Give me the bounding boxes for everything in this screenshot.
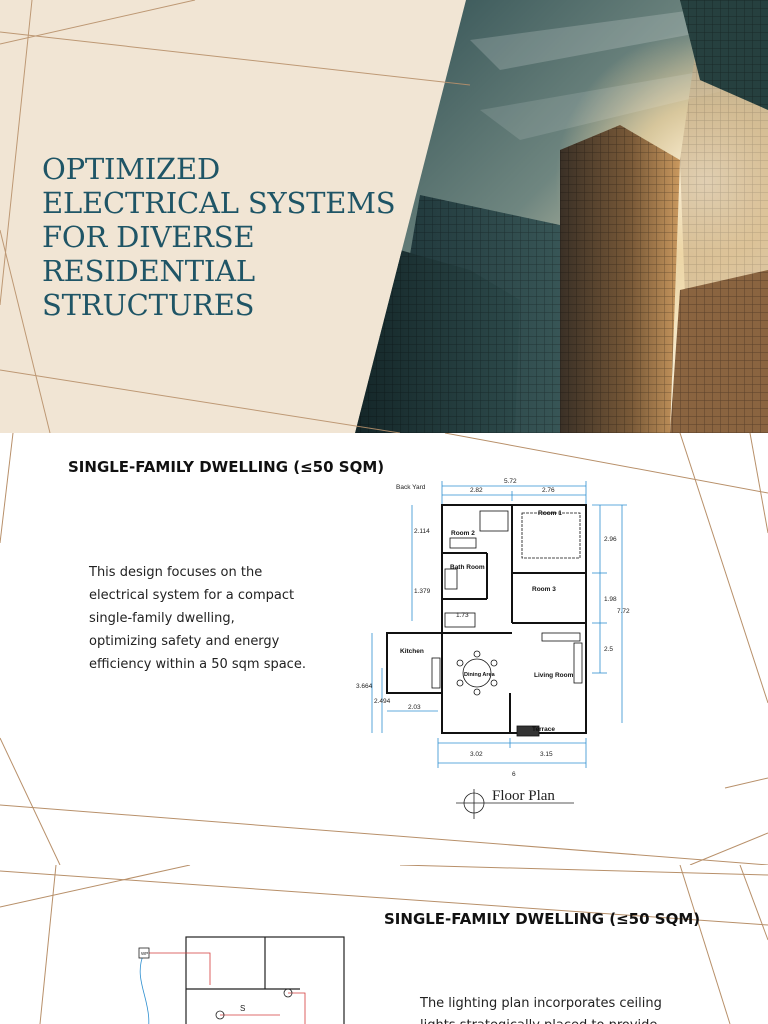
dim-label: 2.114	[414, 528, 430, 535]
body-line: lights strategically placed to provide	[420, 1015, 657, 1024]
dim-label: 6	[512, 771, 516, 778]
dim-label: 2.5	[604, 646, 613, 653]
dim-label: 1.379	[414, 588, 431, 595]
lighting-plan-slide: WP S S S SINGLE-FAMILY DWELLING (≤50 SQM…	[0, 865, 768, 1024]
slide-body-text: The lighting plan incorporates ceiling l…	[420, 993, 662, 1024]
dim-label: 5.72	[504, 478, 517, 485]
dim-label: 2.03	[408, 704, 421, 711]
label-room-1: Room 1	[538, 510, 562, 517]
label-bath-room: Bath Room	[450, 564, 485, 571]
body-line: optimizing safety and energy	[89, 634, 280, 649]
dim-label: 2.494	[374, 698, 391, 705]
body-line: The lighting plan incorporates ceiling	[420, 996, 662, 1011]
dim-label: 3.15	[540, 751, 553, 758]
dim-label: 2.96	[604, 536, 617, 543]
floor-plan-slide: SINGLE-FAMILY DWELLING (≤50 SQM) This de…	[0, 433, 768, 865]
dim-label: 7.72	[617, 608, 630, 615]
label-room-2: Room 2	[451, 530, 475, 537]
switch-label: S	[240, 1004, 245, 1013]
skyscraper-photo	[0, 0, 768, 433]
floor-plan-drawing: Back Yard 5.72 2.82 2.76 3.02 3.15 6 2.9…	[356, 478, 630, 819]
slide-body-text: This design focuses on the electrical sy…	[89, 561, 319, 676]
body-line: single-family dwelling,	[89, 611, 235, 626]
dim-label: 3.664	[356, 683, 373, 690]
title-slide: Optimized Electrical Systems for Diverse…	[0, 0, 768, 433]
slide-heading: SINGLE-FAMILY DWELLING (≤50 SQM)	[384, 910, 701, 928]
floor-plan-caption: Floor Plan	[492, 788, 555, 804]
dim-label: 2.76	[542, 487, 555, 494]
label-living-room: Living Room	[534, 672, 574, 679]
label-room-3: Room 3	[532, 586, 556, 593]
meter-label: WP	[141, 951, 148, 956]
label-back-yard: Back Yard	[396, 484, 426, 491]
dim-label: 3.02	[470, 751, 483, 758]
presentation-title: Optimized Electrical Systems for Diverse…	[42, 152, 396, 322]
slide-heading: SINGLE-FAMILY DWELLING (≤50 SQM)	[68, 458, 385, 476]
label-terrace: Terrace	[532, 726, 555, 733]
dim-label: 2.82	[470, 487, 483, 494]
body-line: electrical system for a compact	[89, 588, 295, 603]
lighting-plan-drawing: WP S S S	[138, 936, 345, 1024]
label-kitchen: Kitchen	[400, 648, 424, 655]
body-line: efficiency within a 50 sqm space.	[89, 657, 306, 672]
body-line: This design focuses on the	[89, 565, 263, 580]
label-dining-area: Dining Area	[464, 672, 496, 678]
dim-label: 1.98	[604, 596, 617, 603]
dim-label: 1.73	[456, 612, 469, 619]
